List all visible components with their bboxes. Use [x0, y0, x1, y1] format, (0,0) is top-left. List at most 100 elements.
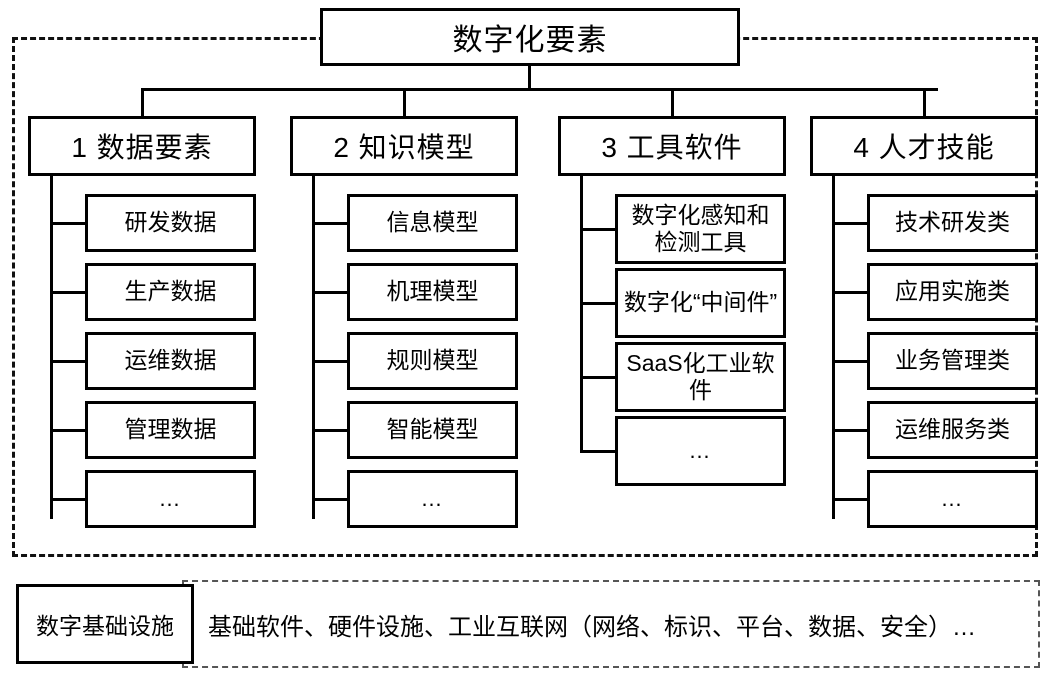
leaf-label: 运维服务类: [895, 416, 1010, 443]
leaf-box: 运维服务类: [867, 401, 1038, 459]
leaf-label: 数字化“中间件”: [623, 289, 778, 316]
header-stub-connector: [50, 176, 53, 196]
leaf-box: 运维数据: [85, 332, 256, 390]
branch-connector: [312, 429, 347, 432]
leaf-label: 管理数据: [124, 416, 217, 443]
leaf-box-more: …: [867, 470, 1038, 528]
leaf-label: 生产数据: [124, 278, 217, 305]
branch-connector: [580, 450, 615, 453]
branch-connector: [580, 376, 615, 379]
list-item: 机理模型: [290, 263, 518, 321]
leaf-label: …: [420, 486, 445, 512]
leaf-label: 运维数据: [124, 347, 217, 374]
column-knowledge-models: 2 知识模型 信息模型 机理模型 规则模型: [290, 88, 518, 528]
column-drop-connector: [671, 88, 674, 116]
list-item: 运维数据: [28, 332, 256, 390]
root-title-box: 数字化要素: [320, 8, 740, 66]
tree-spine-connector: [50, 194, 53, 519]
column-tree: 信息模型 机理模型 规则模型 智能模型: [290, 176, 518, 528]
list-item: 业务管理类: [810, 332, 1038, 390]
leaf-label: 应用实施类: [895, 278, 1010, 305]
leaf-box: 智能模型: [347, 401, 518, 459]
infrastructure-label: 数字基础设施: [36, 613, 174, 639]
list-item: 生产数据: [28, 263, 256, 321]
column-drop-connector: [403, 88, 406, 116]
column-header-label: 4 人才技能: [853, 132, 995, 163]
branch-connector: [50, 222, 85, 225]
leaf-box: 业务管理类: [867, 332, 1038, 390]
leaf-label: …: [688, 438, 713, 464]
branch-connector: [50, 291, 85, 294]
column-tree: 研发数据 生产数据 运维数据 管理数据: [28, 176, 256, 528]
header-stub-connector: [832, 176, 835, 196]
leaf-label: …: [940, 486, 965, 512]
leaf-label: …: [158, 486, 183, 512]
header-stub-connector: [312, 176, 315, 196]
root-title-label: 数字化要素: [452, 24, 608, 57]
branch-connector: [832, 498, 867, 501]
column-data-elements: 1 数据要素 研发数据 生产数据 运维数据: [28, 88, 256, 528]
list-item: …: [28, 470, 256, 528]
list-item: …: [290, 470, 518, 528]
branch-connector: [312, 498, 347, 501]
list-item: 数字化感知和检测工具: [558, 194, 786, 264]
column-talent-skills: 4 人才技能 技术研发类 应用实施类 业务管理类: [810, 88, 1038, 528]
leaf-box-more: …: [85, 470, 256, 528]
column-drop-connector: [141, 88, 144, 116]
column-header-label: 1 数据要素: [71, 132, 213, 163]
horizontal-bus-connector: [142, 88, 938, 91]
branch-connector: [580, 302, 615, 305]
leaf-box-more: …: [615, 416, 786, 486]
leaf-label: 规则模型: [386, 347, 479, 374]
list-item: …: [558, 416, 786, 486]
column-header-label: 2 知识模型: [333, 132, 475, 163]
leaf-label: 信息模型: [386, 209, 479, 236]
leaf-box: 生产数据: [85, 263, 256, 321]
column-tree: 数字化感知和检测工具 数字化“中间件” SaaS化工业软件 …: [558, 176, 786, 486]
list-item: 技术研发类: [810, 194, 1038, 252]
branch-connector: [832, 222, 867, 225]
leaf-label: 技术研发类: [895, 209, 1010, 236]
leaf-box: 研发数据: [85, 194, 256, 252]
column-header-box: 1 数据要素: [28, 116, 256, 176]
list-item: 智能模型: [290, 401, 518, 459]
leaf-box: 规则模型: [347, 332, 518, 390]
leaf-box: 机理模型: [347, 263, 518, 321]
leaf-label: 智能模型: [386, 416, 479, 443]
infrastructure-content: 基础软件、硬件设施、工业互联网（网络、标识、平台、数据、安全）…: [208, 580, 1030, 668]
leaf-label: SaaS化工业软件: [626, 349, 775, 403]
infrastructure-section: 数字基础设施 基础软件、硬件设施、工业互联网（网络、标识、平台、数据、安全）…: [12, 580, 1040, 668]
tree-spine-connector: [580, 194, 583, 453]
list-item: 应用实施类: [810, 263, 1038, 321]
list-item: …: [810, 470, 1038, 528]
leaf-label: 数字化感知和检测工具: [631, 201, 770, 255]
column-header-box: 2 知识模型: [290, 116, 518, 176]
infrastructure-content-label: 基础软件、硬件设施、工业互联网（网络、标识、平台、数据、安全）…: [208, 613, 976, 641]
list-item: 研发数据: [28, 194, 256, 252]
list-item: 规则模型: [290, 332, 518, 390]
leaf-box: 数字化感知和检测工具: [615, 194, 786, 264]
branch-connector: [50, 429, 85, 432]
list-item: SaaS化工业软件: [558, 342, 786, 412]
leaf-box: 数字化“中间件”: [615, 268, 786, 338]
branch-connector: [50, 498, 85, 501]
list-item: 运维服务类: [810, 401, 1038, 459]
column-header-box: 4 人才技能: [810, 116, 1038, 176]
branch-connector: [312, 291, 347, 294]
branch-connector: [580, 228, 615, 231]
branch-connector: [312, 222, 347, 225]
tree-spine-connector: [312, 194, 315, 519]
leaf-box: 信息模型: [347, 194, 518, 252]
leaf-box: 应用实施类: [867, 263, 1038, 321]
infrastructure-label-box: 数字基础设施: [16, 584, 194, 664]
header-stub-connector: [580, 176, 583, 196]
branch-connector: [50, 360, 85, 363]
branch-connector: [312, 360, 347, 363]
branch-connector: [832, 429, 867, 432]
column-drop-connector: [923, 88, 926, 116]
leaf-label: 研发数据: [124, 209, 217, 236]
column-tool-software: 3 工具软件 数字化感知和检测工具 数字化“中间件” SaaS化工业软件: [558, 88, 786, 490]
list-item: 信息模型: [290, 194, 518, 252]
branch-connector: [832, 360, 867, 363]
